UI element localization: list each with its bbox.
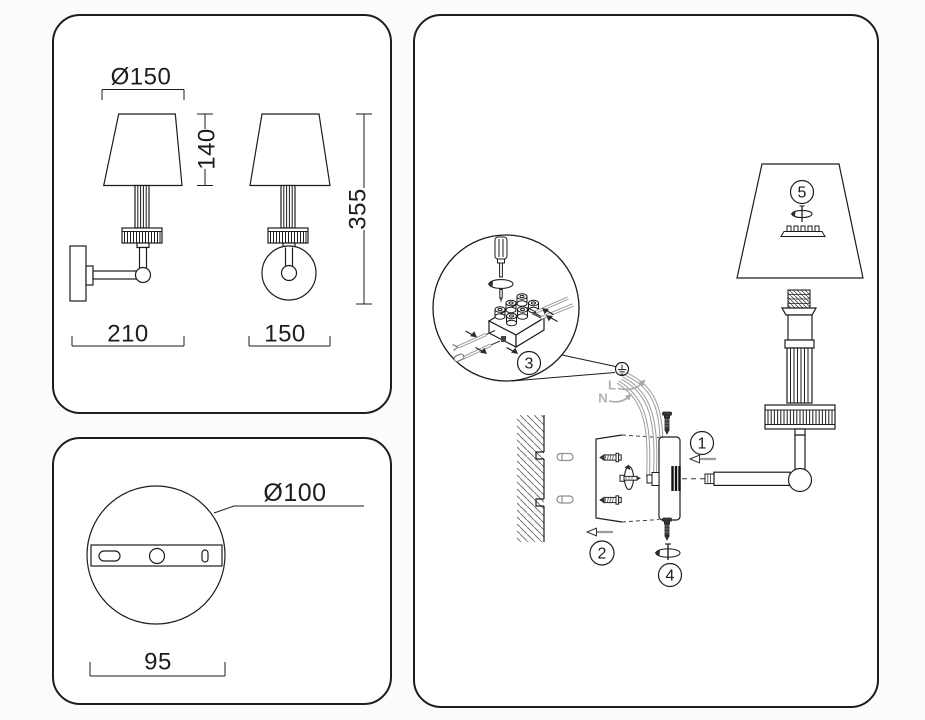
slot-hole: [98, 550, 121, 562]
ribbed-stem-front: [134, 184, 150, 229]
dimension-views-drawing: Ø150 140 355 210 150: [69, 63, 372, 347]
finial-rotation-symbol: [790, 205, 813, 222]
base-dimensions: Ø100 95: [89, 479, 326, 677]
step-5-badge: [789, 179, 815, 205]
wall-anchors: [556, 452, 574, 504]
finial-ring: [780, 225, 826, 237]
mounting-screw-bottom: [599, 495, 622, 505]
step-2-arrow: [585, 526, 615, 538]
step-1-number: 1: [698, 436, 707, 453]
live-wire-label: L: [608, 378, 616, 393]
side-screw: [501, 336, 506, 342]
ribbed-stem-side: [280, 184, 296, 229]
assembly-drawing: 1 2 4 5: [432, 163, 864, 588]
screw-rotation-symbol: [654, 543, 681, 560]
step-4-badge: [657, 562, 683, 588]
wall-anchor-bottom: [556, 495, 574, 504]
ground-terminal: [614, 361, 630, 377]
detail-wires: [452, 296, 574, 362]
arm-tube: [713, 471, 791, 487]
wall-plate-front: [69, 245, 87, 302]
canopy-screw-top: [662, 411, 672, 435]
arm-riser: [794, 434, 806, 472]
step-2-badge: [589, 540, 615, 566]
dimension-annotations: Ø150 140 355 210 150: [71, 63, 372, 347]
step-5-number: 5: [798, 185, 807, 202]
screwdriver: [487, 236, 514, 303]
wall-hatching: [517, 415, 544, 542]
lamp-arm-assembly: [682, 434, 813, 493]
dim-shade-height: 140: [193, 128, 220, 170]
terminal-posts: [494, 293, 539, 327]
step-markers: 1 2 4: [585, 430, 718, 588]
dim-hole-spacing: 95: [144, 648, 172, 675]
neutral-wire-label: N: [598, 391, 607, 406]
dim-depth: 210: [107, 320, 149, 347]
step-4-number: 4: [666, 568, 675, 585]
panel-dimension-views: Ø150 140 355 210 150: [52, 14, 392, 414]
wire-ferrule: [453, 353, 465, 362]
callout-leader-lines: [511, 354, 616, 382]
sconce-side-view: [249, 113, 331, 301]
dim-overall-height: 355: [344, 188, 371, 230]
dim-shade-diameter: Ø150: [111, 63, 172, 90]
set-screw: [619, 464, 641, 491]
leader-line: [213, 505, 364, 514]
mounting-screw-top: [599, 452, 622, 463]
center-hole: [148, 547, 166, 565]
keyhole-slot: [201, 549, 209, 563]
step-3-number: 3: [525, 356, 534, 373]
lamp-column: [764, 289, 836, 436]
ball-joint: [787, 467, 813, 493]
panel-assembly-steps: 1 2 4 5: [413, 14, 879, 708]
dim-plate-diameter: Ø100: [263, 479, 326, 507]
wire-labels: L N: [598, 378, 646, 406]
base-plate-view: [86, 485, 364, 625]
arm-front: [92, 270, 138, 280]
step-3-badge: [516, 350, 542, 376]
base-plate-drawing: Ø100 95: [86, 479, 364, 677]
lampshade-side: [249, 113, 331, 187]
dim-shade-width: 150: [264, 320, 306, 347]
lampshade-front: [102, 113, 183, 187]
arm-nut: [651, 472, 660, 486]
sconce-front-view: [69, 113, 183, 302]
wall-anchor-top: [556, 452, 574, 462]
step-1-badge: [689, 430, 715, 456]
lampshade: [736, 163, 864, 279]
canopy-plate: [646, 436, 681, 521]
socket-cup: [787, 314, 813, 341]
drop-stem-front: [138, 246, 148, 270]
wall-section: [517, 415, 545, 542]
terminal-detail-callout: 3: [432, 234, 616, 382]
canopy-screw-bottom: [662, 517, 672, 541]
step-2-number: 2: [598, 546, 607, 563]
panel-base-plate: Ø100 95: [52, 437, 392, 705]
lampshade-step: 5: [736, 163, 864, 279]
step-1-arrow: [688, 454, 718, 464]
arm-ball-joint-front: [134, 266, 152, 284]
